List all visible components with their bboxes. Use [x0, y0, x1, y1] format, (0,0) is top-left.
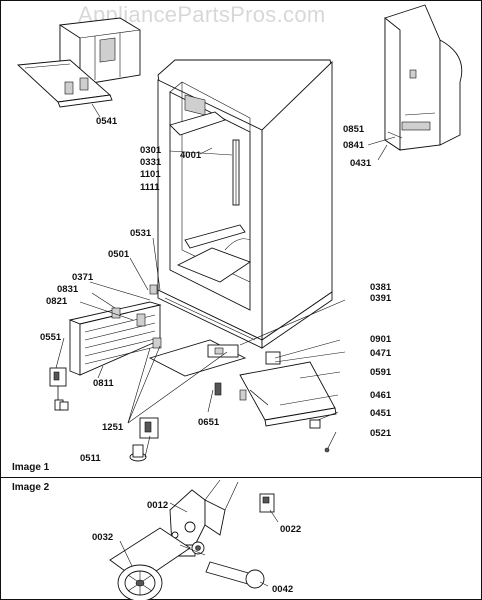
cabinet-back-panel — [384, 4, 463, 151]
leader-lines-image2 — [119, 502, 279, 587]
clip-0022 — [259, 493, 275, 513]
callout-0821: 0821 — [46, 296, 68, 307]
callout-0651: 0651 — [198, 417, 220, 428]
callout-0541: 0541 — [96, 116, 118, 127]
callout-1251: 1251 — [102, 422, 124, 433]
callout-0042: 0042 — [272, 584, 293, 595]
callout-0471: 0471 — [370, 348, 392, 359]
callout-labels: 0541 0851 0841 0431 0301 0331 1101 1111 … — [40, 116, 392, 595]
callout-0022: 0022 — [280, 524, 301, 535]
part-0541-cover — [16, 59, 113, 108]
callout-0551: 0551 — [40, 332, 62, 343]
callout-0012: 0012 — [147, 500, 168, 511]
callout-0591: 0591 — [370, 367, 392, 378]
callout-0511: 0511 — [80, 453, 101, 464]
callout-0501: 0501 — [108, 249, 130, 260]
callout-0301: 0301 — [140, 145, 162, 156]
callout-0391: 0391 — [370, 293, 392, 304]
callout-4001: 4001 — [180, 150, 202, 161]
callout-0531: 0531 — [130, 228, 152, 239]
part-0511-leg — [129, 444, 147, 462]
part-0521-screw — [324, 447, 330, 453]
callout-0451: 0451 — [370, 408, 392, 419]
callout-0331: 0331 — [140, 157, 162, 168]
callout-0831: 0831 — [57, 284, 79, 295]
callout-0032: 0032 — [92, 532, 113, 543]
callout-1101: 1101 — [140, 169, 161, 180]
hinge-bracket-0012 — [169, 479, 239, 557]
callout-0851: 0851 — [343, 124, 365, 135]
callout-0901: 0901 — [370, 334, 392, 345]
refrigerator-cabinet — [157, 59, 333, 349]
leader-lines — [55, 103, 403, 458]
section-divider — [0, 477, 481, 478]
part-0651-screw — [214, 382, 222, 396]
section-label-image2: Image 2 — [12, 482, 50, 493]
callout-0461: 0461 — [370, 390, 392, 401]
axle-pin-0042 — [205, 561, 265, 589]
callout-0381: 0381 — [370, 282, 392, 293]
section-label-image1: Image 1 — [12, 462, 50, 473]
callout-0371: 0371 — [72, 272, 94, 283]
callout-0521: 0521 — [370, 428, 392, 439]
callout-0841: 0841 — [343, 140, 365, 151]
callout-0431: 0431 — [350, 158, 372, 169]
front-wheel-bracket — [139, 417, 159, 439]
wheel-0032 — [109, 527, 191, 600]
left-leveling-leg-assembly — [49, 367, 69, 411]
rear-rail-assembly — [239, 351, 337, 429]
callout-1111: 1111 — [140, 182, 160, 193]
toe-grille-assembly — [68, 301, 162, 376]
callout-0811: 0811 — [93, 378, 114, 389]
